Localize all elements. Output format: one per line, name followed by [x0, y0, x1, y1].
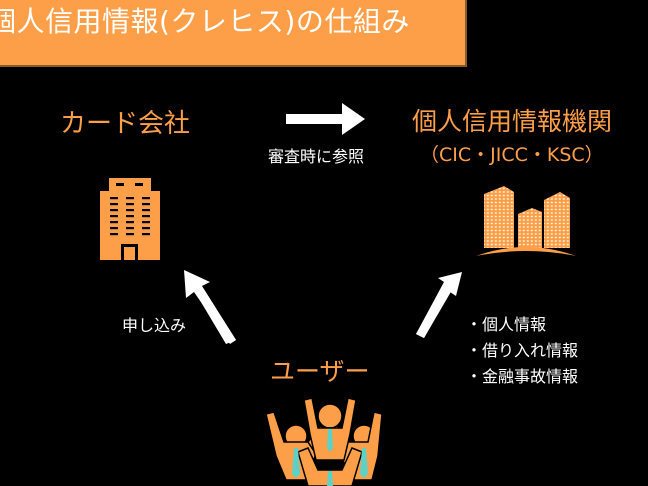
arrow-right-icon: [286, 103, 365, 135]
arrow-up-right-icon: [416, 272, 462, 338]
arrow-up-left-icon: [184, 270, 236, 344]
credit-bureau-label: 個人信用情報機関: [412, 107, 613, 136]
list-item: ・金融事故情報: [466, 367, 579, 386]
page-title: 個人信用情報(クレヒス)の仕組み: [0, 5, 410, 38]
credit-info-list: ・個人情報 ・借り入れ情報 ・金融事故情報: [466, 312, 578, 390]
card-company-label: カード会社: [60, 109, 191, 139]
office-building-icon: [100, 178, 160, 260]
user-label: ユーザー: [270, 357, 370, 386]
refer-on-review-label: 審査時に参照: [268, 147, 365, 166]
list-item: ・個人情報: [466, 315, 547, 334]
credit-bureau-sublabel: （CIC・JICC・KSC）: [420, 144, 604, 166]
people-group-icon: [265, 397, 383, 486]
title-banner: 個人信用情報(クレヒス)の仕組み: [0, 0, 467, 67]
city-buildings-icon: [476, 186, 576, 256]
apply-label: 申し込み: [122, 316, 187, 335]
list-item: ・借り入れ情報: [466, 341, 579, 360]
